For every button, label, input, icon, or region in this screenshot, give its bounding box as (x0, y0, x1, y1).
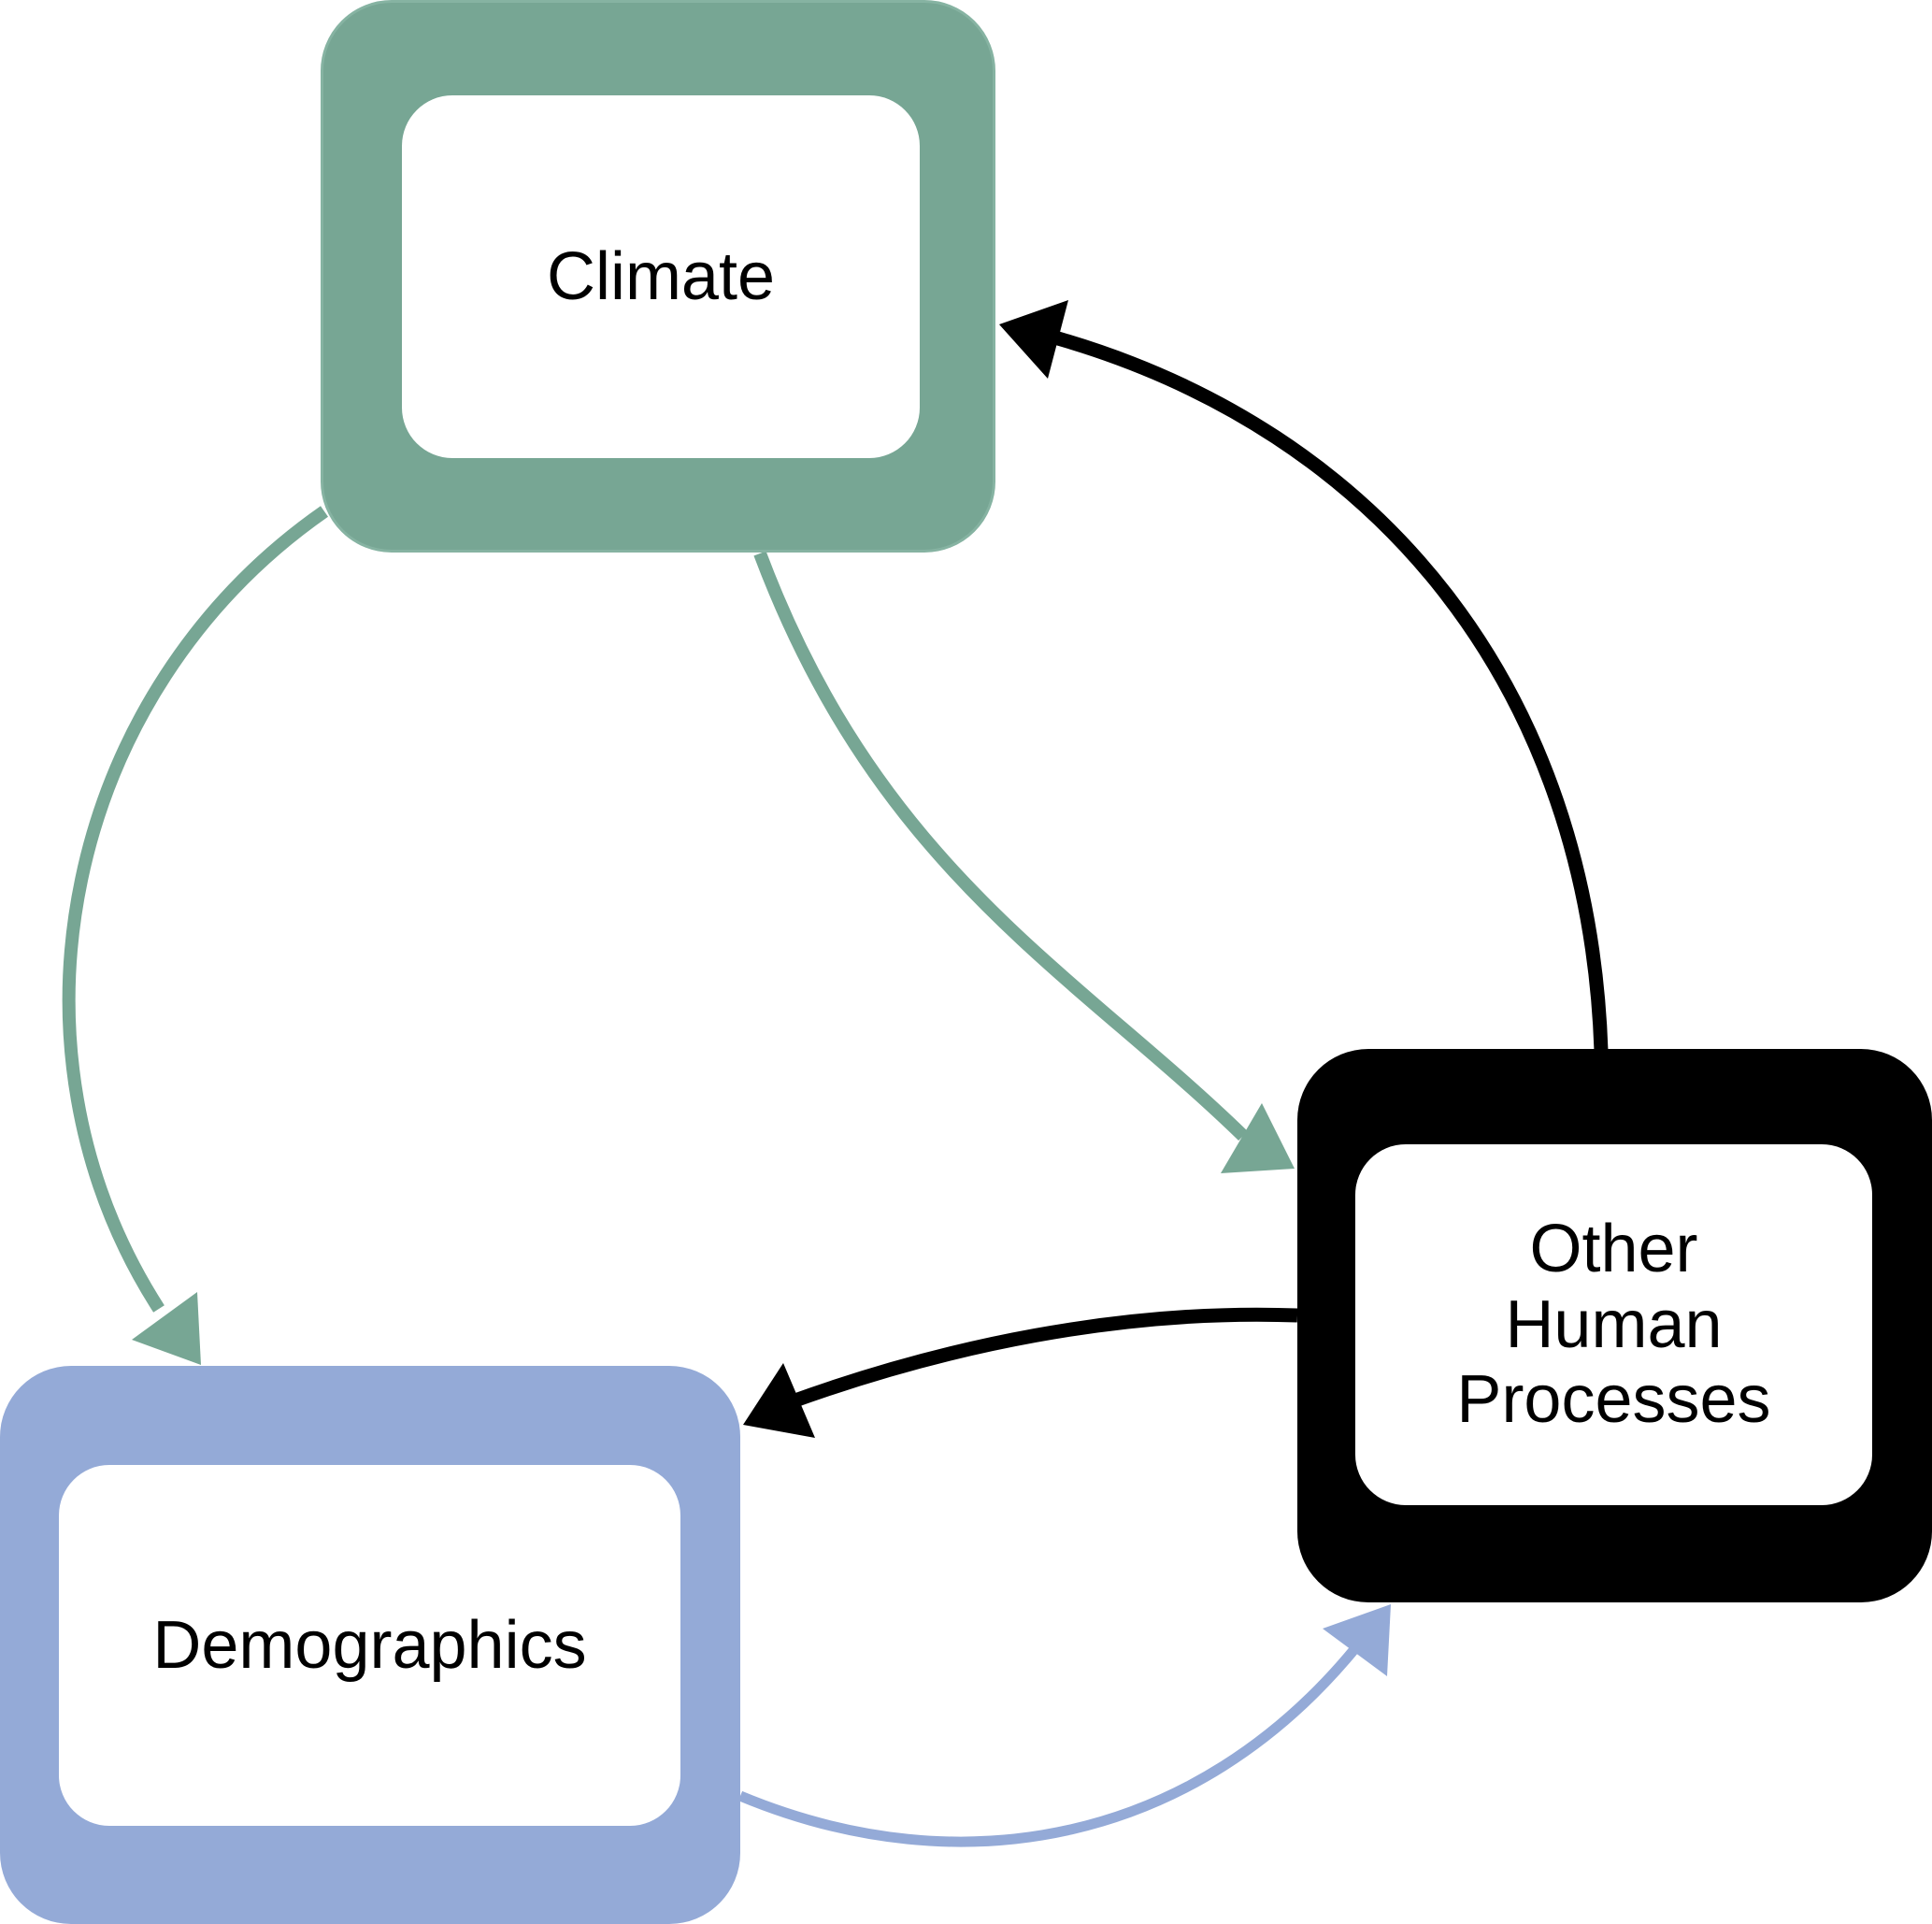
arrowhead-icon (1221, 1103, 1295, 1173)
edge-demographics-to-other-human-processes (737, 1604, 1391, 1847)
edge-line (737, 1644, 1360, 1847)
arrowhead-icon (1323, 1604, 1391, 1676)
edge-other-human-processes-to-climate (999, 300, 1609, 1052)
edge-climate-to-demographics (62, 506, 329, 1365)
node-other-human-processes: Other Human Processes (1297, 1049, 1932, 1602)
edge-line (787, 1307, 1298, 1410)
node-demographics-inner: Demographics (59, 1465, 680, 1826)
node-climate-label: Climate (546, 238, 776, 314)
edge-other-human-processes-to-demographics (743, 1307, 1298, 1438)
node-other-human-processes-inner: Other Human Processes (1355, 1144, 1872, 1505)
edge-climate-to-other-human-processes (753, 551, 1295, 1173)
node-other-human-processes-label: Other Human Processes (1456, 1212, 1771, 1438)
arrowhead-icon (743, 1363, 815, 1438)
edge-line (62, 506, 329, 1313)
edge-line (753, 551, 1248, 1141)
node-demographics-label: Demographics (152, 1607, 587, 1683)
arrowhead-icon (132, 1292, 201, 1365)
node-climate: Climate (321, 0, 995, 553)
node-climate-inner: Climate (402, 95, 920, 458)
edge-line (1049, 329, 1609, 1052)
arrowhead-icon (999, 300, 1068, 379)
node-demographics: Demographics (0, 1366, 740, 1924)
